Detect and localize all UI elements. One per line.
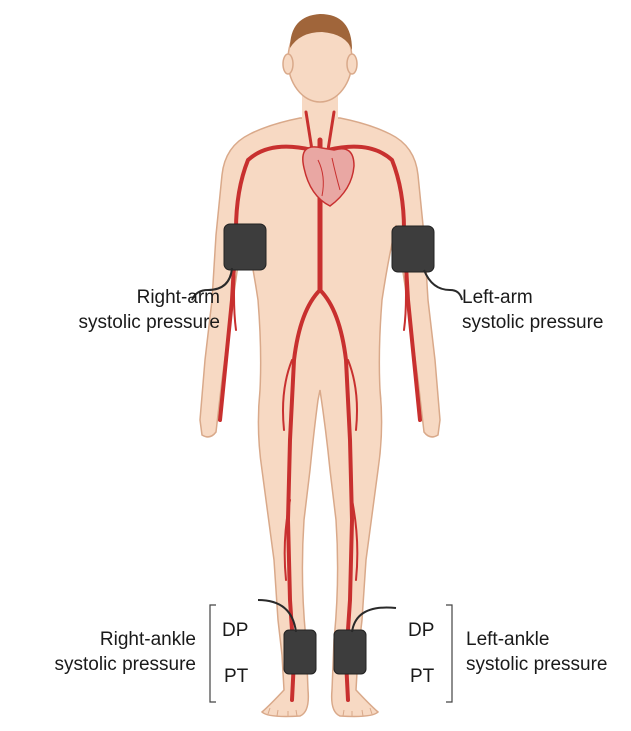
left-ankle-label: Left-ankle systolic pressure [466, 627, 608, 677]
left-arm-label: Left-arm systolic pressure [462, 285, 604, 335]
right-arm-label-line2: systolic pressure [30, 310, 220, 335]
right-arm-label: Right-arm systolic pressure [30, 285, 220, 335]
right-pt-label: PT [224, 666, 248, 688]
right-ankle-label-line1: Right-ankle [10, 627, 196, 652]
right-ankle-cuff [284, 630, 316, 674]
left-ankle-label-line2: systolic pressure [466, 652, 608, 677]
left-arm-label-line2: systolic pressure [462, 310, 604, 335]
right-dp-label: DP [222, 620, 248, 642]
right-ankle-label: Right-ankle systolic pressure [10, 627, 196, 677]
right-arm-cuff [224, 224, 266, 270]
left-pt-label: PT [410, 666, 434, 688]
left-ankle-label-line1: Left-ankle [466, 627, 608, 652]
right-arm-label-line1: Right-arm [30, 285, 220, 310]
left-arm-label-line1: Left-arm [462, 285, 604, 310]
left-ankle-cuff [334, 630, 366, 674]
left-arm-cuff [392, 226, 434, 272]
body-silhouette [200, 18, 440, 717]
right-ankle-label-line2: systolic pressure [10, 652, 196, 677]
left-dp-label: DP [408, 620, 434, 642]
